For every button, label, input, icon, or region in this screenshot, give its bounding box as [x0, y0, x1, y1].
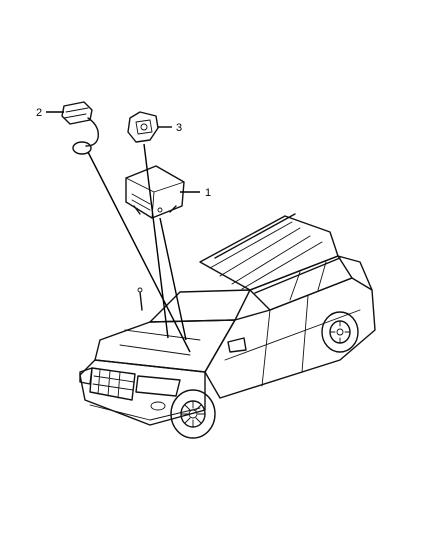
- callout-number-1: 1: [205, 187, 211, 199]
- part-2-module-with-harness: [61, 101, 99, 155]
- leader-part-2-to-vehicle: [87, 151, 191, 353]
- leader-part-3-to-vehicle: [143, 143, 169, 339]
- part-1-control-module: [125, 165, 185, 219]
- callout-number-3: 3: [176, 122, 182, 134]
- leader-part-1-to-vehicle: [159, 217, 187, 341]
- callout-number-2: 2: [36, 107, 42, 119]
- vehicle-drawing: [79, 213, 376, 439]
- leader-lines: [46, 111, 200, 353]
- part-3-bracket: [127, 111, 159, 143]
